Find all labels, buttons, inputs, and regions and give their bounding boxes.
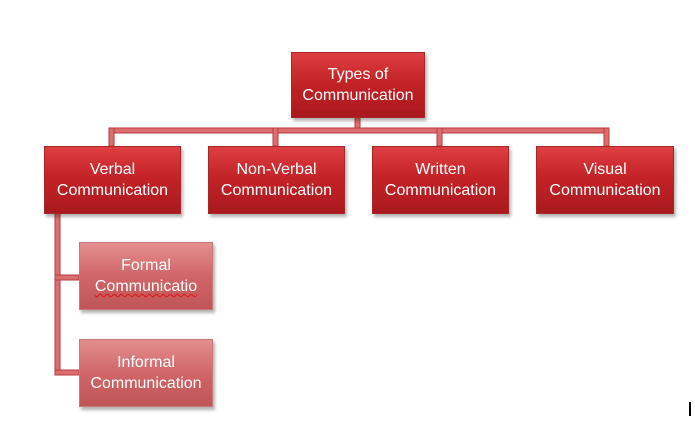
- child-node-informal-line1: Informal: [117, 354, 175, 371]
- type-node-non-verbal: Non-Verbal Communication: [208, 146, 345, 214]
- type-node-visual-line1: Visual: [583, 161, 627, 178]
- type-node-visual-line2: Communication: [549, 182, 661, 199]
- type-node-visual: Visual Communication: [536, 146, 674, 214]
- type-node-verbal: Verbal Communication: [44, 146, 181, 214]
- type-node-non-verbal-line2: Communication: [220, 182, 333, 199]
- type-node-verbal-line1: Verbal: [89, 161, 136, 178]
- child-node-informal: Informal Communication: [79, 339, 213, 407]
- type-node-written-line1: Written: [415, 161, 466, 178]
- type-node-verbal-line2: Communication: [56, 182, 169, 199]
- type-node-written: Written Communication: [372, 146, 509, 214]
- text-cursor: [689, 402, 691, 416]
- child-node-formal: Formal Communicatio: [79, 242, 213, 310]
- root-node-line1: Types of: [327, 66, 389, 83]
- child-node-formal-line2: Communicatio: [94, 278, 198, 295]
- type-node-non-verbal-line1: Non-Verbal: [236, 161, 317, 178]
- type-node-written-line2: Communication: [384, 182, 497, 199]
- root-node-types-of-communication: Types of Communication: [291, 52, 425, 118]
- child-node-formal-line1: Formal: [121, 257, 171, 274]
- root-node-line2: Communication: [302, 87, 414, 104]
- child-node-informal-line2: Communication: [90, 375, 202, 392]
